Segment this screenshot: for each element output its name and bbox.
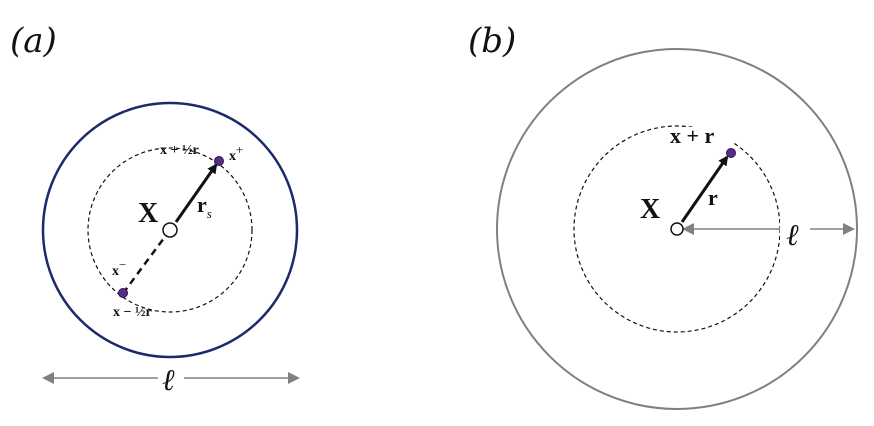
panel-b-length-label-bg	[780, 212, 810, 248]
panel-a-length-label-bg	[158, 360, 184, 394]
panel-a-minus-half-label: x − ½r	[113, 305, 152, 320]
panel-b-vector-arrow	[680, 155, 729, 223]
panel-b-label: (b)	[468, 21, 516, 61]
panel-a-outer-circle	[41, 101, 299, 359]
panel-b-length-label: ℓ	[786, 218, 799, 253]
panel-b-vector-label: r	[708, 185, 718, 210]
panel-b-center-marker	[670, 222, 684, 236]
panel-b-point-label: x + r	[670, 123, 715, 148]
panel-b: (b) ℓ X r x + r	[468, 21, 858, 410]
panel-a: (a) X rs x + ½r x+ x− x − ½r ℓ	[10, 21, 300, 398]
panel-b-point-label-bg	[667, 127, 733, 147]
panel-a-dashed-circle	[87, 147, 253, 313]
panel-a-plus-half-label: x + ½r	[160, 143, 199, 158]
panel-a-vector-label: rs	[197, 192, 212, 221]
panel-a-length-label: ℓ	[162, 363, 175, 398]
panel-a-vector-arrow	[174, 163, 218, 223]
panel-b-outer-circle	[496, 48, 858, 410]
panel-a-minus-point-label: x−	[112, 257, 126, 279]
panel-b-center-label: X	[640, 194, 660, 225]
panel-a-plus-point	[214, 156, 224, 166]
panel-a-center-marker	[162, 222, 178, 238]
panel-a-minus-point	[118, 288, 128, 298]
panel-a-dashed-vector	[122, 229, 172, 293]
panel-a-label: (a)	[10, 21, 57, 61]
panel-b-point	[726, 148, 736, 158]
panel-a-center-label: X	[138, 198, 158, 229]
panel-a-plus-point-label: x+	[229, 142, 243, 164]
